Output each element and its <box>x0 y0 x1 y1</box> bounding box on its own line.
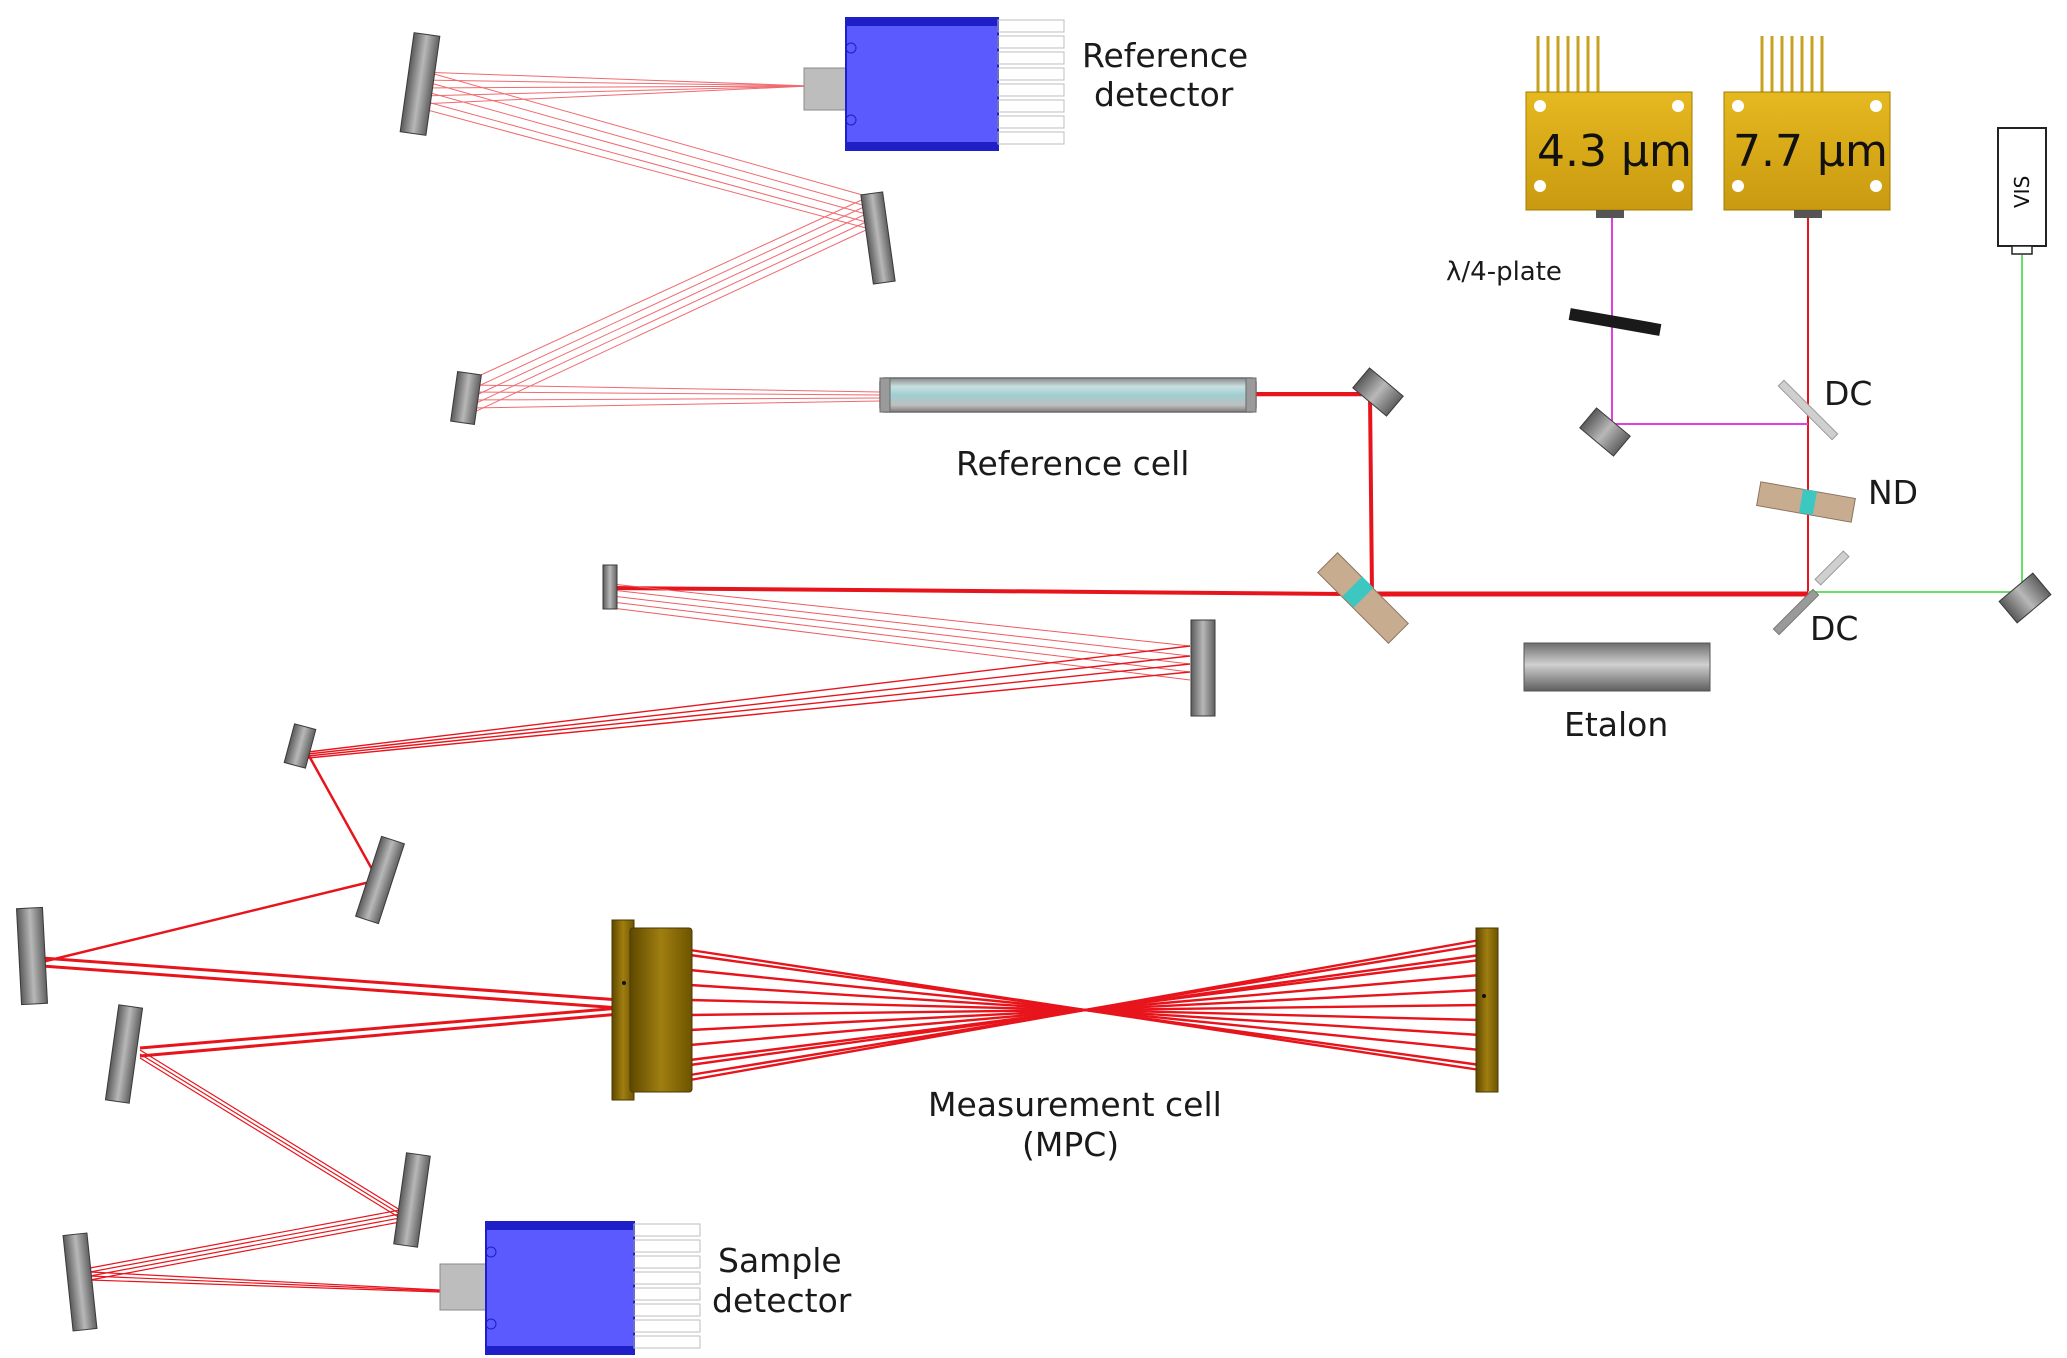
mirror-ref-1 <box>399 32 441 136</box>
etalon-label: Etalon <box>1564 705 1668 744</box>
reference-cell <box>879 377 1257 413</box>
mirror-ref-3 <box>450 371 482 425</box>
mirror-mpc-in-1 <box>15 906 49 1006</box>
sample-detector-label-line2: detector <box>712 1281 852 1320</box>
reference-detector <box>803 17 1065 151</box>
mirror-sample-det-2 <box>62 1232 98 1332</box>
mpc-mirror-left <box>629 927 693 1093</box>
laser-4-3um-label: 4.3 μm <box>1537 126 1692 177</box>
main-beam-left <box>611 586 1346 596</box>
reference-arm-beams <box>419 69 881 415</box>
laser-4-3um-pins <box>1536 36 1600 92</box>
mpc-mirror-right <box>1475 927 1499 1093</box>
measurement-cell-label-line2: (MPC) <box>1022 1125 1119 1164</box>
reference-detector-body <box>845 17 999 151</box>
nd-filter <box>1756 481 1856 523</box>
laser-7-7um-pins <box>1760 36 1824 92</box>
visible-laser-label: VIS <box>2010 176 2034 208</box>
mirror-sample-large <box>1190 619 1216 717</box>
sample-detector-label-line1: Sample <box>718 1241 842 1280</box>
reference-detector-label-line2: detector <box>1094 75 1234 114</box>
laser-4-3um-mount <box>1525 91 1693 211</box>
mirror-sample-small-2 <box>354 835 406 925</box>
beam-paths <box>41 69 2023 1293</box>
reference-detector-label-line1: Reference <box>1082 36 1248 75</box>
reference-fold-beam <box>1255 392 1374 595</box>
dichroic-top <box>1777 379 1839 441</box>
reference-detector-fins <box>997 19 1065 145</box>
sample-detector-beams <box>89 1049 441 1293</box>
sample-detector <box>439 1221 701 1355</box>
mirror-main-left <box>602 564 618 610</box>
laser-4-3um <box>1525 36 1693 218</box>
quarter-wave-plate <box>1568 308 1662 336</box>
zigzag-beam <box>41 753 380 964</box>
mirror-ref-2 <box>860 191 896 285</box>
mpc-input-beams <box>41 956 621 1058</box>
sample-detector-window <box>439 1263 487 1311</box>
sample-arm-return <box>307 645 1191 759</box>
dichroic-bottom <box>1772 550 1850 636</box>
measurement-cell-label-line1: Measurement cell <box>928 1085 1222 1124</box>
mirror-mpc-in-2 <box>104 1004 144 1104</box>
quarter-wave-plate-label: λ/4-plate <box>1446 257 1562 287</box>
visible-laser <box>1997 127 2047 255</box>
dichroic-bottom-label: DC <box>1810 609 1858 648</box>
mpc-internal-beams <box>689 938 1481 1082</box>
mirror-sample-det-1 <box>393 1152 431 1248</box>
reference-cell-label: Reference cell <box>956 444 1189 483</box>
etalon <box>1523 642 1711 692</box>
mirror-sample-small-1 <box>283 723 317 769</box>
mirror-visible-fold <box>1998 572 2052 624</box>
reference-detector-window <box>803 67 847 111</box>
neutral-density-label: ND <box>1868 473 1918 512</box>
measurement-cell <box>611 919 1499 1101</box>
dichroic-top-label: DC <box>1824 374 1872 413</box>
sample-detector-body <box>485 1221 635 1355</box>
sample-detector-fins <box>633 1223 701 1349</box>
mirror-ref-fold <box>1352 367 1404 417</box>
mirror-laser1-fold <box>1579 407 1631 457</box>
mirrors <box>15 32 2052 1332</box>
laser-7-7um-label: 7.7 μm <box>1733 126 1888 177</box>
main-beamsplitter <box>1317 552 1409 644</box>
visible-beam <box>1808 255 2023 593</box>
laser-7-7um <box>1723 36 1891 218</box>
sample-arm-fan <box>611 583 1191 681</box>
